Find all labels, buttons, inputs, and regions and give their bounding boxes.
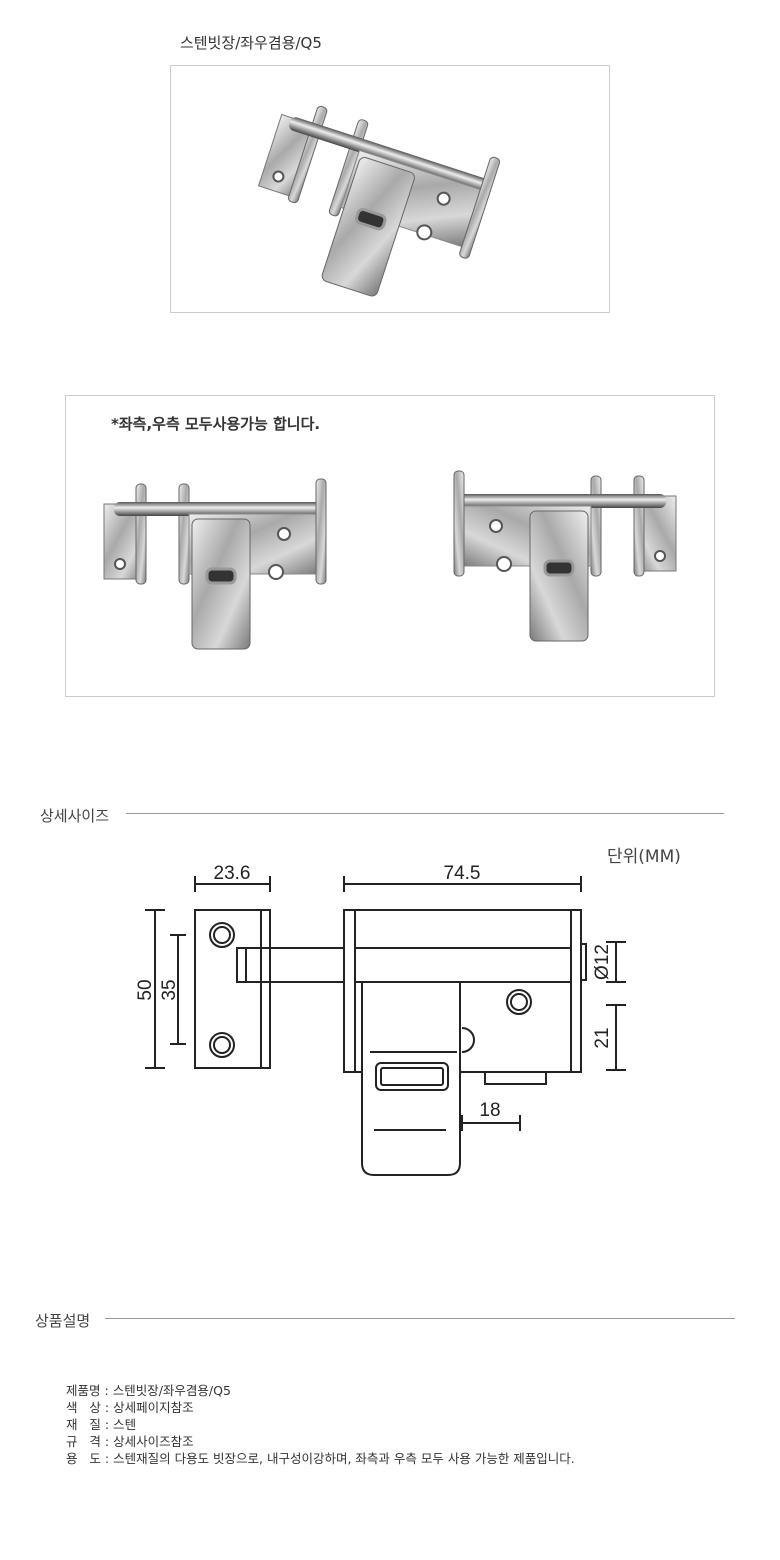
size-section-heading: 상세사이즈 — [40, 807, 110, 825]
dim-height: 50 — [135, 979, 156, 1000]
product-title: 스텐빗장/좌우겸용/Q5 — [180, 34, 322, 52]
divider — [105, 1318, 735, 1319]
spec-row: 용 도 : 스텐재질의 다용도 빗장으로, 내구성이강하며, 좌측과 우측 모두… — [66, 1451, 575, 1466]
dimension-drawing: 23.6 74.5 18 50 35 Ø12 21 — [135, 863, 626, 1176]
divider — [126, 813, 724, 814]
spec-list: 제품명 : 스텐빗장/좌우겸용/Q5 색 상 : 상세페이지참조 재 질 : 스… — [66, 1382, 575, 1467]
usage-caption: *좌측,우측 모두사용가능 합니다. — [111, 415, 321, 433]
desc-section-heading: 상품설명 — [35, 1312, 91, 1330]
spec-row: 규 격 : 상세사이즈참조 — [66, 1434, 194, 1449]
dim-hole-spacing: 35 — [159, 979, 180, 1000]
unit-label: 단위(MM) — [607, 847, 681, 867]
dim-offset: 21 — [592, 1027, 613, 1048]
spec-row: 색 상 : 상세페이지참조 — [66, 1400, 194, 1415]
dim-bolt-diameter: Ø12 — [592, 944, 613, 980]
spec-row: 제품명 : 스텐빗장/좌우겸용/Q5 — [66, 1383, 231, 1398]
dim-hasp-offset: 18 — [479, 1100, 500, 1121]
dim-body-width: 74.5 — [444, 863, 481, 884]
product-photo-main — [170, 65, 610, 323]
product-photo-left-right: *좌측,우측 모두사용가능 합니다. — [65, 395, 715, 697]
spec-row: 재 질 : 스텐 — [66, 1417, 137, 1432]
dim-plate-width: 23.6 — [214, 863, 251, 884]
